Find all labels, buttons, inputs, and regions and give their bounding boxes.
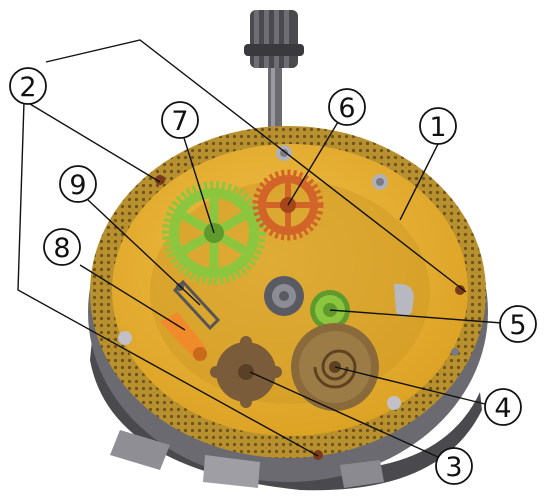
callout-label-3: 3 bbox=[445, 452, 462, 483]
callout-5: 5 bbox=[500, 306, 536, 342]
callout-8: 8 bbox=[44, 229, 80, 265]
callout-label-4: 4 bbox=[494, 393, 511, 424]
callout-label-6: 6 bbox=[338, 93, 355, 124]
callout-4: 4 bbox=[485, 389, 521, 425]
center-post bbox=[264, 276, 304, 316]
callout-1: 1 bbox=[420, 108, 456, 144]
callout-label-9: 9 bbox=[69, 170, 86, 201]
callout-label-1: 1 bbox=[429, 112, 446, 143]
callout-9: 9 bbox=[60, 166, 96, 202]
crown bbox=[244, 10, 304, 68]
callout-label-2: 2 bbox=[19, 72, 36, 103]
callout-6: 6 bbox=[329, 89, 365, 125]
callout-7: 7 bbox=[162, 102, 198, 138]
callout-label-8: 8 bbox=[53, 233, 70, 264]
callout-label-5: 5 bbox=[509, 310, 526, 341]
callout-2: 2 bbox=[10, 68, 46, 104]
bracket bbox=[394, 284, 414, 317]
callout-3: 3 bbox=[436, 448, 472, 484]
callout-label-7: 7 bbox=[171, 106, 188, 137]
